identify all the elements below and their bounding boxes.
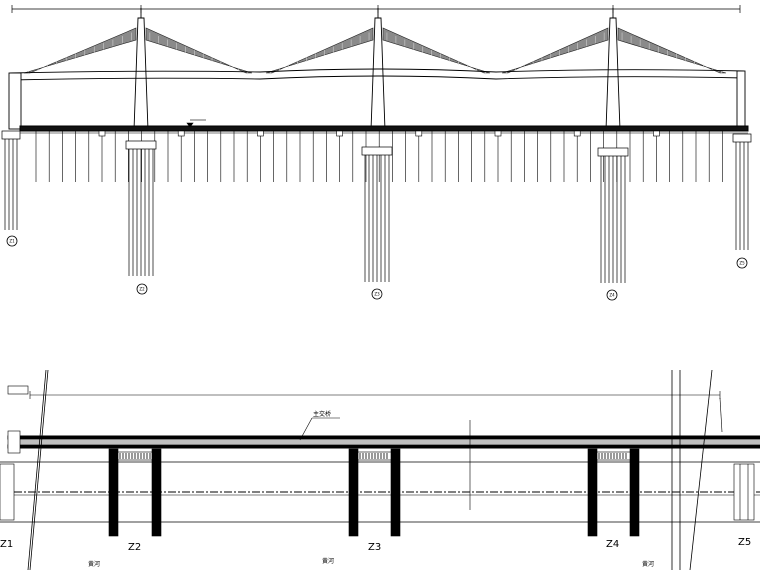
plan-labels: 主交桥 Z1 Z2 Z3 Z4 Z5 黄河 黄河 黄河 xyxy=(0,410,751,568)
pier-tag-z3: Z3 xyxy=(374,292,380,297)
river-label-right: 黄河 xyxy=(642,560,654,568)
plan-pier-label-z2: Z2 xyxy=(128,542,141,553)
bridge-name-leader xyxy=(299,417,313,441)
pier-tag-circles xyxy=(6,235,748,301)
pier-tag-z2: Z2 xyxy=(139,287,145,292)
bridge-name: 主交桥 xyxy=(313,410,331,418)
elevation-pier-tags: Z1 Z2 Z3 Z4 Z5 xyxy=(9,239,745,298)
pile-cap xyxy=(177,130,185,137)
top-dimension-line xyxy=(11,5,741,13)
plan-pier-frames xyxy=(108,448,640,537)
elevation-view xyxy=(1,5,752,301)
river-label-centre: 黄河 xyxy=(322,557,334,565)
left-abutment xyxy=(0,385,29,521)
pile-cap xyxy=(494,130,502,137)
pile-group-z4 xyxy=(597,147,629,283)
cable-fan-t2-left xyxy=(265,27,374,74)
cable-hatching xyxy=(28,32,722,75)
plan-view xyxy=(0,369,760,570)
pile-groups xyxy=(1,130,752,283)
plan-pier-z4 xyxy=(587,448,640,537)
pile-cap xyxy=(98,130,106,137)
plan-pier-label-z3: Z3 xyxy=(368,542,381,553)
pier-tag-z4: Z4 xyxy=(609,293,615,298)
pile-group-z3 xyxy=(361,146,393,282)
deck-piles xyxy=(35,130,723,182)
pier-ticks xyxy=(119,453,627,459)
plan-pier-label-z4: Z4 xyxy=(606,539,619,550)
river-label-left: 黄河 xyxy=(88,560,100,568)
pile-group-z2 xyxy=(125,140,157,276)
cable-fan-t3-left xyxy=(501,27,609,74)
deck-beam xyxy=(19,125,749,134)
water-level-marker xyxy=(186,119,206,128)
right-abutment xyxy=(733,463,755,521)
pile-group-z5 xyxy=(732,133,752,250)
pier-tag-z5: Z5 xyxy=(739,261,745,266)
plan-pier-z3 xyxy=(348,448,401,537)
plan-pier-label-z1: Z1 xyxy=(0,539,13,550)
plan-dimension-line xyxy=(29,391,721,399)
pile-cap xyxy=(336,130,343,137)
river-bank-lines xyxy=(27,369,723,570)
plan-pier-label-z5: Z5 xyxy=(738,537,751,548)
pile-group-z1 xyxy=(1,130,21,230)
towers xyxy=(133,8,621,131)
pile-cap xyxy=(573,130,581,137)
cable-fan-t2-right xyxy=(382,27,491,74)
pile-cap xyxy=(415,130,423,137)
cable-fan-t1-right xyxy=(145,27,253,74)
pile-cap xyxy=(257,130,264,137)
cable-fan-t3-right xyxy=(617,27,727,74)
cable-fan-t1-left xyxy=(23,27,137,74)
pier-tag-z1: Z1 xyxy=(9,239,15,244)
pile-cap xyxy=(653,130,660,137)
main-girder xyxy=(8,68,746,130)
